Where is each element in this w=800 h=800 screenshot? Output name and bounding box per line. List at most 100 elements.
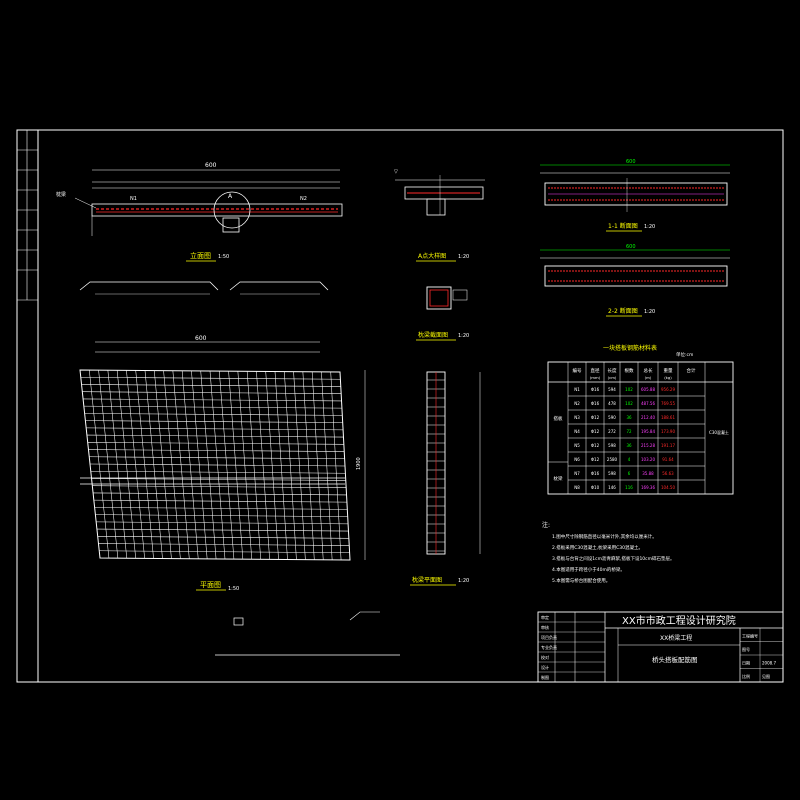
section-22-title: 2-2 断面图 — [608, 307, 638, 315]
svg-text:1900: 1900 — [356, 457, 362, 470]
plan-bar-longitudinal — [311, 371, 324, 560]
plan-bar-longitudinal — [274, 371, 288, 560]
plan-bar-longitudinal — [116, 370, 136, 559]
plan-bar-longitudinal — [144, 370, 163, 559]
table-cell: 478 — [608, 401, 616, 406]
drawing-name: 桥头搭板配筋图 — [652, 655, 698, 664]
table-cell: 272 — [608, 429, 616, 434]
note-5: 5.本图需与桥台图配合使用。 — [552, 577, 610, 584]
plan-bar-longitudinal — [237, 371, 253, 560]
plan-bar-longitudinal — [181, 370, 199, 559]
table-cell: 102 — [625, 387, 633, 392]
plan-bar-longitudinal — [219, 371, 235, 560]
detail-a-view: ▽ A点大样图 1:20 — [394, 169, 485, 262]
plan-bar-longitudinal — [135, 370, 154, 559]
table-cell: 72 — [626, 429, 632, 434]
table-cell: 590 — [608, 415, 616, 420]
table-cell: 212.40 — [641, 415, 655, 420]
plan-bar-longitudinal — [163, 370, 181, 559]
elevation-view: 600 A N1 N2 枕梁 立面图 1:50 — [56, 162, 343, 295]
table-header: 长度 — [608, 367, 617, 374]
note-2: 2.搭板采用C30混凝土,枕梁采用C30混凝土。 — [552, 544, 643, 551]
table-header-unit: (cm) — [608, 375, 617, 380]
binding-strip — [17, 130, 38, 301]
table-header-unit: (m) — [645, 375, 652, 380]
svg-text:单位:cm: 单位:cm — [676, 351, 693, 358]
svg-text:1:20: 1:20 — [458, 333, 469, 339]
table-cell: 103.20 — [641, 457, 655, 462]
table-cell: 36 — [626, 443, 632, 448]
table-cell: N5 — [574, 443, 580, 448]
plan-bar-longitudinal — [191, 370, 208, 559]
project-name: XX桥梁工程 — [660, 634, 692, 642]
title-block-left-label: 设计 — [541, 664, 549, 670]
table-cell: N3 — [574, 415, 580, 420]
table-cell: Φ12 — [591, 457, 600, 462]
table-cell: N4 — [574, 429, 580, 434]
svg-text:1:20: 1:20 — [644, 309, 655, 315]
plan-title: 平面图 — [200, 581, 221, 589]
title-block-left-label: 专业负责 — [541, 644, 557, 650]
note-3: 3.搭板与台背之间设1cm沥青麻絮,搭板下设10cm碎石垫层。 — [552, 555, 675, 562]
table-header: 总长 — [644, 367, 653, 374]
elevation-title: 立面图 — [190, 251, 211, 260]
plan-bar-longitudinal — [321, 371, 333, 560]
table-header: 合计 — [687, 367, 696, 374]
table-header: 根数 — [625, 367, 634, 374]
table-header-unit: (kg) — [664, 375, 672, 380]
table-cell: 594 — [608, 387, 616, 392]
table-cell: Φ16 — [591, 471, 600, 476]
table-cell: 487.56 — [641, 401, 655, 406]
plan-rebar-mesh — [80, 370, 350, 560]
table-cell: 102 — [625, 401, 633, 406]
table-cell: 191.17 — [661, 443, 675, 448]
title-block-left-label: 制图 — [541, 674, 549, 680]
svg-text:600: 600 — [626, 159, 636, 165]
table-header: 编号 — [573, 367, 582, 374]
table-group-corbel: 枕梁 — [554, 475, 563, 482]
table-cell: N1 — [574, 387, 580, 392]
inner-frame — [37, 129, 784, 683]
plan-bar-longitudinal — [154, 370, 172, 559]
table-header-unit: (mm) — [590, 375, 601, 380]
title-block-right-label: 日期 — [742, 659, 750, 665]
table-cell: 6 — [628, 471, 631, 476]
plan-bar-longitudinal — [98, 370, 119, 559]
svg-text:枕梁: 枕梁 — [56, 191, 66, 198]
plan-bar-longitudinal — [172, 370, 190, 559]
elevation-slab — [91, 203, 343, 217]
svg-text:1:20: 1:20 — [458, 254, 469, 260]
title-block-right-label: 比例 — [742, 673, 750, 679]
plan-slab-outline — [79, 369, 351, 561]
plan-bar-longitudinal — [256, 371, 270, 560]
svg-text:1:50: 1:50 — [228, 586, 239, 592]
title-block-right-label: 图号 — [742, 646, 750, 652]
table-cell: 598 — [608, 471, 616, 476]
plan-view: 600 1900 平面图 1:50 — [79, 335, 400, 656]
table-cell: 769.55 — [661, 401, 675, 406]
table-cell: 36 — [626, 415, 632, 420]
table-cell: 56.63 — [662, 471, 674, 476]
plan-bar-longitudinal — [209, 370, 226, 560]
table-group-slab: 搭板 — [554, 415, 563, 422]
detail-a-title: A点大样图 — [418, 252, 446, 260]
table-cell: 188.61 — [661, 415, 675, 420]
title-block-right-label: 工程编号 — [742, 632, 758, 638]
table-cell: Φ16 — [591, 401, 600, 406]
table-cell: Φ12 — [591, 429, 600, 434]
corbel-plan-title: 枕梁平面图 — [412, 576, 442, 584]
svg-text:A: A — [228, 193, 233, 200]
table-cell: N8 — [574, 485, 580, 490]
table-cell: 4 — [628, 457, 631, 462]
elevation-corbel — [222, 217, 240, 233]
title-block-left-label: 审定 — [541, 614, 549, 620]
svg-text:1:20: 1:20 — [644, 224, 655, 230]
plan-bar-longitudinal — [200, 370, 217, 559]
note-1: 1.图中尺寸除钢筋直径以毫米计外,其余均以厘米计。 — [552, 533, 657, 540]
title-block-right-value: 2008.7 — [762, 660, 776, 665]
elevation-overall-dim: 600 — [205, 162, 217, 169]
table-cell: 116 — [625, 485, 633, 490]
plan-bar-longitudinal — [126, 370, 145, 559]
svg-text:600: 600 — [195, 335, 207, 342]
